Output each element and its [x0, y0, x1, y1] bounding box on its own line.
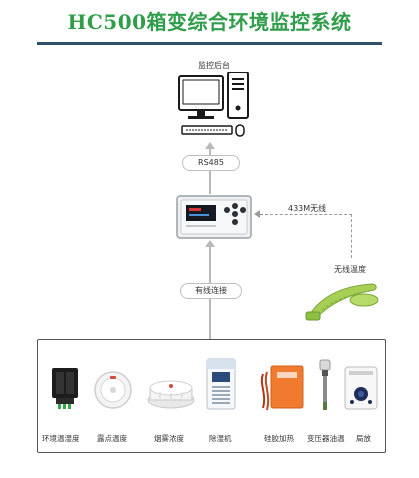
arrow-up-icon — [205, 240, 215, 247]
wireless-link-line — [260, 214, 352, 215]
arrow-left-icon — [254, 210, 260, 218]
dehumidifier-icon — [206, 358, 236, 410]
dew-point-sensor-icon — [94, 371, 132, 409]
device-label-dew-point: 露点温度 — [97, 434, 127, 443]
transformer-oil-temp-sensor-icon — [319, 359, 331, 410]
wired-label: 有线连接 — [180, 283, 242, 299]
wireless-link-label: 433M无线 — [286, 203, 329, 214]
wireless-link-vertical — [351, 214, 352, 258]
device-label-temp-humidity: 环境温湿度 — [42, 434, 80, 443]
rs485-label: RS485 — [182, 155, 240, 171]
temperature-humidity-sensor-icon — [52, 368, 78, 409]
wireless-temp-label: 无线温度 — [334, 265, 366, 274]
computer-icon — [178, 72, 249, 137]
arrow-up-icon — [205, 142, 215, 149]
diagram-title: HC500箱变综合环境监控系统 — [67, 10, 352, 34]
device-label-oil-temp: 变压器油温 — [307, 434, 345, 443]
device-label-smoke: 烟雾浓度 — [154, 434, 184, 443]
wireless-temp-sensor-icon — [305, 283, 379, 321]
silicone-heater-icon — [260, 365, 304, 411]
partial-discharge-sensor-icon — [344, 366, 378, 410]
device-label-partial-discharge: 局放 — [356, 434, 371, 443]
title-underline — [37, 42, 382, 45]
smoke-detector-icon — [147, 380, 195, 409]
device-label-dehumidifier: 除湿机 — [209, 434, 232, 443]
hc500-controller-icon — [176, 195, 252, 239]
backend-label: 监控后台 — [198, 61, 230, 70]
device-label-heater: 硅胶加热 — [264, 434, 294, 443]
rs485-line — [209, 148, 211, 194]
